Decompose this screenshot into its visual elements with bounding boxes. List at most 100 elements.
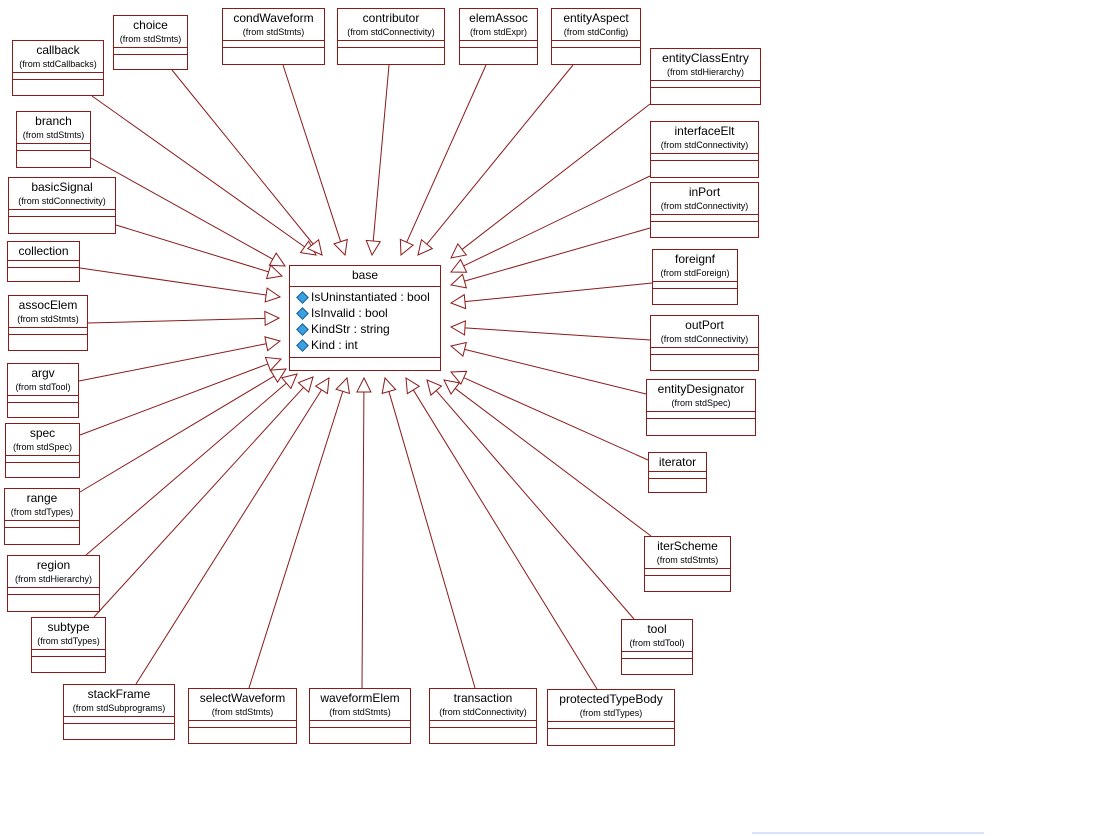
class-box-entityDesignator[interactable]: entityDesignator(from stdSpec) [646, 379, 756, 436]
attributes-compartment [651, 80, 760, 87]
class-package: (from stdConnectivity) [18, 196, 106, 206]
class-box-subtype[interactable]: subtype(from stdTypes) [31, 617, 106, 673]
generalization-arrowhead-protectedTypeBody [405, 377, 421, 395]
attributes-compartment [13, 72, 103, 79]
attributes-compartment [338, 40, 444, 47]
attributes-compartment [189, 720, 296, 727]
class-box-callback[interactable]: callback(from stdCallbacks) [12, 40, 104, 96]
class-box-outPort[interactable]: outPort(from stdConnectivity) [650, 315, 759, 371]
generalization-line-basicSignal [115, 224, 269, 273]
class-box-foreignf[interactable]: foreignf(from stdForeign) [652, 249, 738, 305]
base-attribute: KindStr : string [296, 321, 440, 337]
class-box-iterScheme[interactable]: iterScheme(from stdStmts) [644, 536, 731, 592]
attributes-compartment [8, 260, 79, 267]
attributes-compartment [651, 347, 758, 354]
class-package: (from stdConfig) [563, 27, 629, 37]
class-package: (from stdStmts) [329, 707, 391, 717]
attributes-compartment [114, 47, 187, 54]
class-name: entityClassEntry [662, 51, 749, 65]
class-box-condWaveform[interactable]: condWaveform(from stdStmts) [222, 8, 325, 65]
operations-compartment [649, 478, 706, 485]
class-box-inPort[interactable]: inPort (from stdConnectivity) [650, 182, 759, 238]
attributes-compartment [649, 471, 706, 478]
base-class[interactable]: base IsUninstantiated : bool IsInvalid :… [289, 265, 441, 371]
generalization-arrowhead-outPort [449, 320, 466, 336]
attributes-compartment [653, 281, 737, 288]
attribute-diamond-icon [296, 306, 309, 320]
generalization-arrowhead-entityClassEntry [450, 242, 468, 259]
base-attribute: Kind : int [296, 337, 440, 353]
class-box-range[interactable]: range(from stdTypes) [4, 488, 80, 545]
attributes-compartment [17, 143, 90, 150]
generalization-line-transaction [388, 391, 476, 689]
class-package: (from stdSubprograms) [72, 703, 166, 713]
class-package: (from stdConnectivity) [439, 707, 527, 717]
attribute-diamond-icon [296, 322, 309, 336]
class-name: protectedTypeBody [559, 692, 663, 706]
class-package: (from stdHierarchy) [14, 574, 92, 584]
class-box-assocElem[interactable]: assocElem(from stdStmts) [8, 295, 88, 351]
class-name: collection [18, 244, 69, 258]
operations-compartment [8, 594, 99, 601]
class-box-entityAspect[interactable]: entityAspect(from stdConfig) [551, 8, 641, 65]
generalization-line-assocElem [87, 317, 266, 324]
class-box-transaction[interactable]: transaction (from stdConnectivity) [429, 688, 537, 744]
attributes-compartment [647, 411, 755, 418]
attributes-compartment [8, 395, 78, 402]
class-name: spec [29, 426, 56, 440]
class-box-choice[interactable]: choice(from stdStmts) [113, 15, 188, 70]
class-package: (from stdConnectivity) [660, 201, 749, 211]
class-name: outPort [685, 318, 724, 332]
operations-compartment [548, 728, 674, 735]
operations-compartment [13, 79, 103, 86]
class-name: transaction [453, 691, 513, 705]
class-package: (from stdTool) [15, 382, 71, 392]
class-box-branch[interactable]: branch(from stdStmts) [16, 111, 91, 168]
operations-compartment [460, 47, 537, 54]
attribute-diamond-icon [296, 290, 309, 304]
class-package: (from stdSpec) [12, 442, 72, 452]
generalization-line-tool [435, 390, 635, 620]
attributes-compartment [552, 40, 640, 47]
class-box-argv[interactable]: argv(from stdTool) [7, 363, 79, 418]
class-box-stackFrame[interactable]: stackFrame(from stdSubprograms) [63, 684, 175, 740]
class-box-tool[interactable]: tool(from stdTool) [621, 619, 693, 675]
operations-compartment [9, 334, 87, 341]
generalization-line-collection [79, 267, 267, 296]
class-box-contributor[interactable]: contributor(from stdConnectivity) [337, 8, 445, 65]
class-box-iterator[interactable]: iterator [648, 452, 707, 493]
operations-compartment [114, 54, 187, 61]
generalization-line-iterScheme [454, 388, 652, 537]
class-name: choice [133, 18, 168, 32]
generalization-line-range [79, 375, 275, 493]
attributes-compartment [8, 587, 99, 594]
generalization-arrowhead-assocElem [264, 310, 281, 327]
operations-compartment [552, 47, 640, 54]
generalization-line-spec [79, 363, 269, 436]
class-package: (from stdConnectivity) [660, 140, 749, 150]
generalization-line-entityClassEntry [461, 103, 651, 250]
generalization-line-subtype [93, 387, 304, 618]
class-box-selectWaveform[interactable]: selectWaveform(from stdStmts) [188, 688, 297, 744]
class-box-spec[interactable]: spec (from stdSpec) [5, 423, 80, 478]
class-box-basicSignal[interactable]: basicSignal(from stdConnectivity) [8, 177, 116, 234]
attributes-compartment [548, 721, 674, 728]
generalization-arrowhead-entityAspect [417, 238, 434, 256]
class-box-collection[interactable]: collection [7, 241, 80, 282]
operations-compartment [8, 267, 79, 274]
class-box-entityClassEntry[interactable]: entityClassEntry(from stdHierarchy) [650, 48, 761, 105]
generalization-line-iterator [463, 377, 649, 461]
class-box-interfaceElt[interactable]: interfaceElt(from stdConnectivity) [650, 121, 759, 178]
generalization-arrowhead-collection [264, 287, 282, 303]
generalization-line-choice [171, 69, 314, 245]
generalization-arrowhead-subtype [297, 376, 314, 393]
class-box-elemAssoc[interactable]: elemAssoc(from stdExpr) [459, 8, 538, 65]
class-box-waveformElem[interactable]: waveformElem(from stdStmts) [309, 688, 411, 744]
base-class-name: base [351, 268, 379, 282]
class-box-protectedTypeBody[interactable]: protectedTypeBody(from stdTypes) [547, 689, 675, 746]
attributes-compartment [5, 520, 79, 527]
class-box-region[interactable]: region(from stdHierarchy) [7, 555, 100, 612]
class-package: (from stdStmts) [22, 130, 85, 140]
class-name: inPort [688, 185, 721, 199]
